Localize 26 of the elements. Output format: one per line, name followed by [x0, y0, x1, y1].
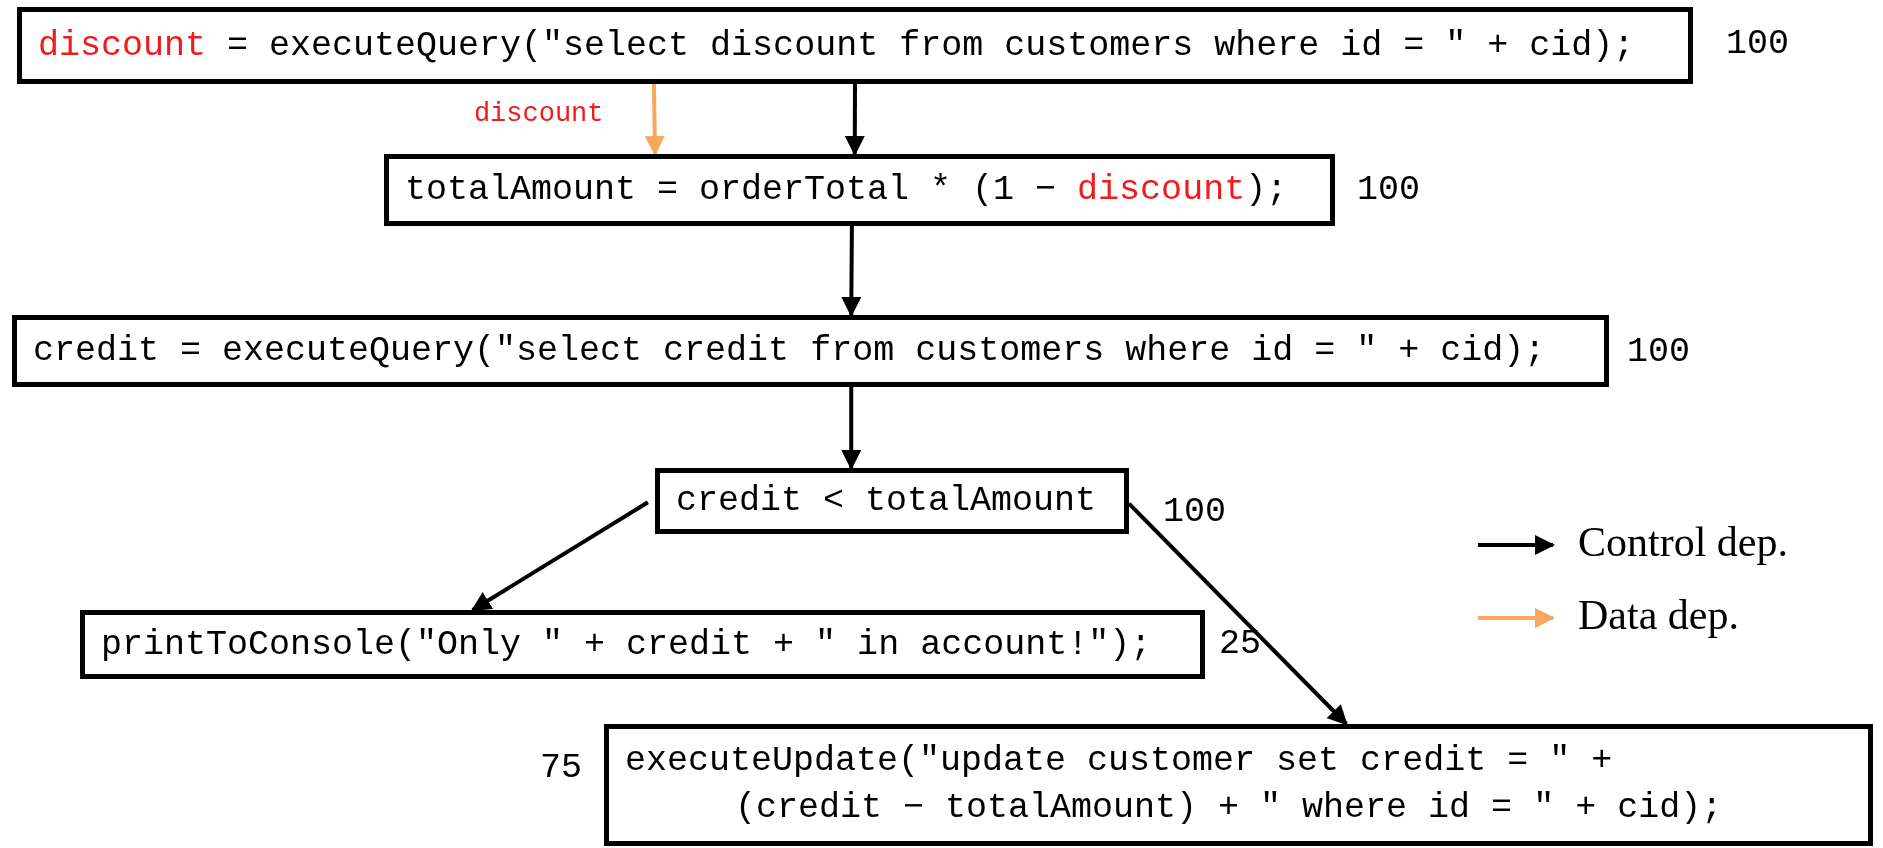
arrow	[644, 83, 665, 156]
code-text: printToConsole("Only " + credit + " in account!");	[101, 624, 1152, 665]
arrow	[841, 226, 862, 317]
code-statement-box	[604, 724, 1873, 846]
code-statement-box	[17, 7, 1693, 84]
arrow	[844, 84, 865, 156]
arrow	[841, 387, 862, 470]
code-statement-box	[655, 468, 1129, 534]
legend-label: Control dep.	[1578, 518, 1788, 566]
execution-count: 100	[1726, 24, 1789, 64]
arrow	[470, 500, 649, 612]
execution-count: 100	[1627, 332, 1690, 372]
code-text: discount = executeQuery("select discount from customers where id = " + cid);	[38, 25, 1635, 66]
code-text: credit < totalAmount	[676, 481, 1097, 521]
arrow	[1127, 502, 1348, 726]
code-statement-box	[384, 154, 1335, 226]
execution-count: 100	[1357, 170, 1420, 210]
code-text: credit = executeQuery("select credit from customers where id = " + cid);	[33, 331, 1546, 371]
code-statement-box	[12, 315, 1609, 387]
execution-count: 25	[1219, 624, 1261, 664]
code-statement-box	[80, 610, 1205, 679]
execution-count: 100	[1163, 492, 1226, 532]
execution-count: 75	[540, 748, 582, 788]
code-text: totalAmount = orderTotal * (1 − discount);	[405, 170, 1288, 210]
legend-label: Data dep.	[1578, 591, 1739, 639]
code-text: executeUpdate("update customer set credit = " + (credit − totalAmount) + " where id = " + cid);	[625, 739, 1724, 830]
